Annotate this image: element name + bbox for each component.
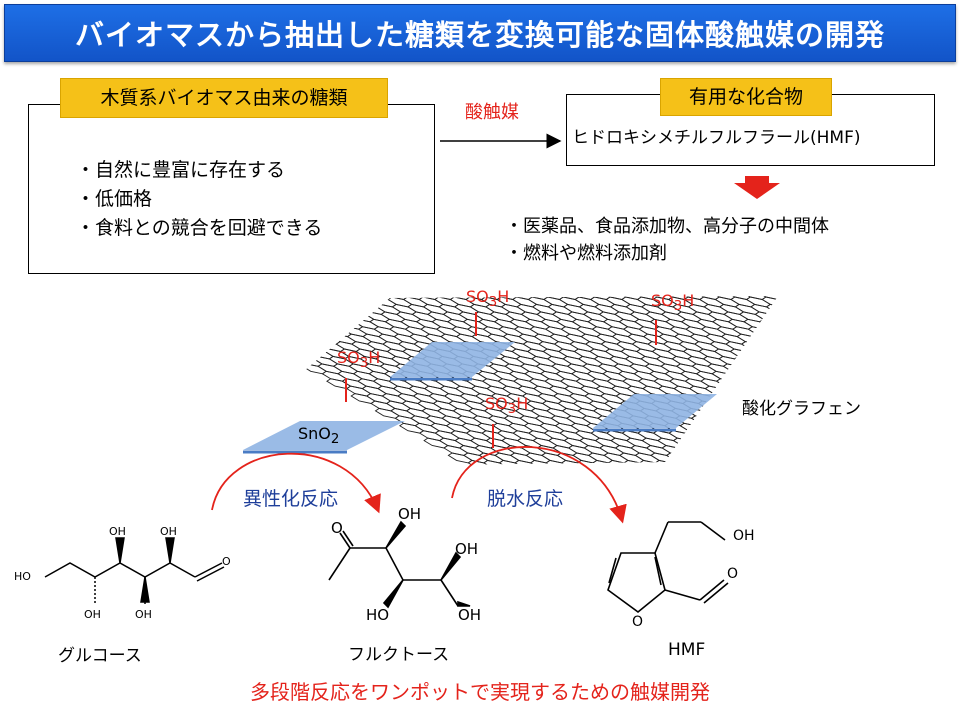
glucose-structure bbox=[44, 537, 225, 604]
red-down-arrow bbox=[734, 176, 780, 199]
atom-label: OH bbox=[733, 528, 755, 544]
sno2-patch bbox=[593, 394, 717, 428]
biomass-box bbox=[28, 104, 435, 274]
hmf-label: HMF bbox=[668, 640, 706, 660]
title-bar: バイオマスから抽出した糖類を変換可能な固体酸触媒の開発 bbox=[4, 4, 956, 62]
biomass-bullet: ・食料との競合を回避できる bbox=[76, 217, 323, 239]
hmf-full-name: ヒドロキシメチルフルフラール(HMF) bbox=[572, 128, 861, 148]
atom-label: OH bbox=[160, 525, 177, 538]
fructose-label: フルクトース bbox=[348, 645, 450, 665]
atom-label: HO bbox=[14, 570, 31, 583]
so3h-label: SO3H bbox=[466, 287, 510, 311]
biomass-label: 木質系バイオマス由来の糖類 bbox=[60, 78, 388, 118]
product-label: 有用な化合物 bbox=[660, 78, 832, 116]
catalyst-label: 酸触媒 bbox=[465, 102, 519, 123]
biomass-bullet: ・自然に豊富に存在する bbox=[76, 159, 286, 181]
sno2-patch bbox=[243, 421, 405, 450]
isomerization-arrow bbox=[211, 452, 381, 514]
atom-label: O bbox=[331, 519, 343, 537]
atom-label: OH bbox=[109, 525, 126, 538]
sno2-label: SnO2 bbox=[298, 424, 340, 448]
dehydration-arrow bbox=[451, 446, 627, 524]
atom-label: O bbox=[222, 555, 231, 568]
page-title: バイオマスから抽出した糖類を変換可能な固体酸触媒の開発 bbox=[74, 18, 885, 52]
so3h-label: SO3H bbox=[651, 291, 695, 315]
atom-label: OH bbox=[455, 540, 479, 558]
atom-label: OH bbox=[458, 606, 482, 624]
atom-label: O bbox=[632, 614, 644, 630]
isomerization-label: 異性化反応 bbox=[243, 488, 339, 510]
use-item: ・医薬品、食品添加物、高分子の中間体 bbox=[505, 216, 829, 237]
hmf-structure bbox=[607, 521, 729, 614]
glucose-label: グルコース bbox=[58, 646, 142, 666]
dehydration-label: 脱水反応 bbox=[487, 488, 564, 510]
biomass-bullets: ・自然に豊富に存在する ・低価格 ・食料との競合を回避できる bbox=[76, 156, 322, 243]
atom-label: OH bbox=[398, 505, 422, 523]
use-item: ・燃料や燃料添加剤 bbox=[505, 243, 667, 264]
sno2-patch bbox=[390, 342, 515, 377]
graphene-label: 酸化グラフェン bbox=[742, 399, 861, 419]
atom-label: HO bbox=[366, 606, 390, 624]
atom-label: OH bbox=[135, 608, 152, 621]
fructose-structure bbox=[328, 520, 471, 609]
so3h-label: SO3H bbox=[337, 348, 381, 372]
graphene-sheet bbox=[190, 296, 778, 468]
so3h-label: SO3H bbox=[485, 394, 529, 418]
atom-label: O bbox=[727, 566, 739, 582]
atom-label: OH bbox=[84, 608, 101, 621]
footer-text: 多段階反応をワンポットで実現するための触媒開発 bbox=[250, 680, 710, 704]
uses-list: ・医薬品、食品添加物、高分子の中間体 ・燃料や燃料添加剤 bbox=[505, 213, 829, 267]
biomass-bullet: ・低価格 bbox=[76, 188, 153, 210]
